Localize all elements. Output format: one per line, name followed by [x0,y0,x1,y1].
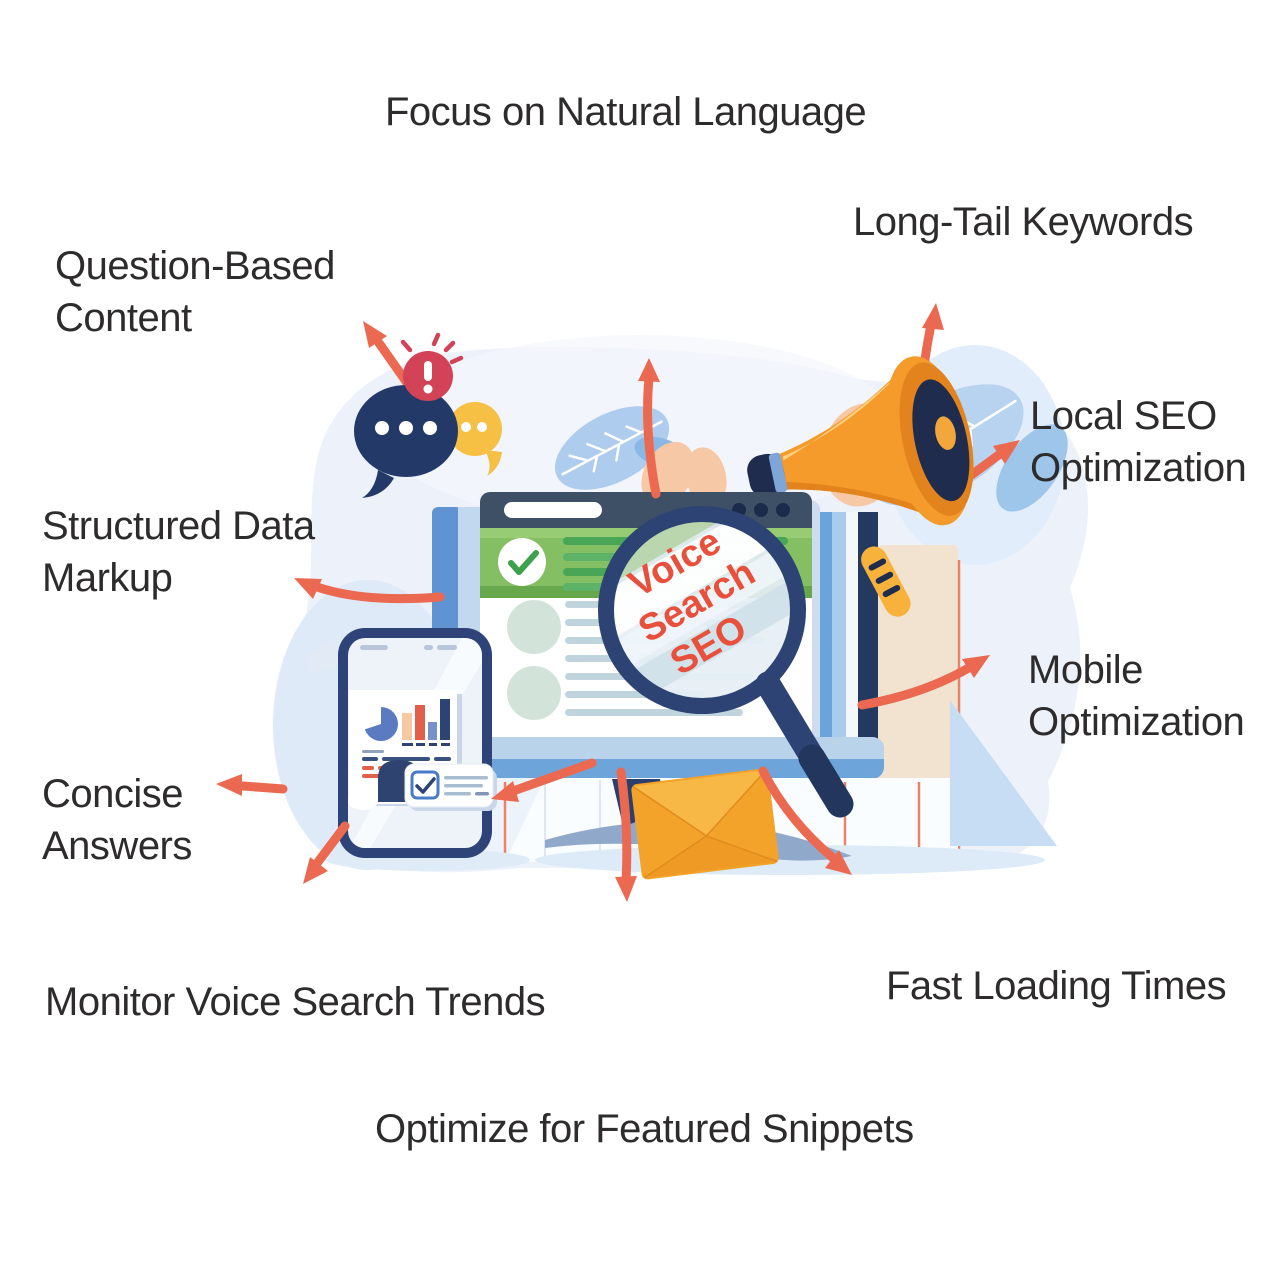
envelope-icon [631,768,779,880]
alert-icon [400,332,464,401]
bar-chart-icon [402,699,450,746]
arrow-fast-loading [758,766,852,875]
checklist-lines [444,776,489,796]
magnifier-text: Voice Search SEO [622,520,763,683]
paper-curl [348,792,378,810]
side-triangle [950,700,1057,846]
checkmark-icon [508,550,539,575]
arrows [216,321,990,902]
phone-speaker [360,645,457,650]
label-mobile-optimization: Mobile Optimization [1028,648,1245,744]
arrow-concise-answers [216,774,288,796]
arrow-structured-data [294,578,445,604]
arrow-featured-snippets [615,767,637,902]
label-fast-loading-times: Fast Loading Times [886,964,1227,1008]
checkbox-icon [410,770,440,800]
smartphone-icon [338,628,492,858]
arrow-natural-language [638,358,661,499]
label-concise-answers: Concise Answers [42,772,192,868]
arrow-to-phone [491,758,597,802]
label-focus-natural-language: Focus on Natural Language [385,90,867,134]
list-avatar [507,666,561,720]
pie-chart-icon [362,705,398,741]
arrow-mobile-optimization [857,655,990,710]
label-question-based-content: Question-Based Content [55,244,335,340]
speech-bubble-yellow-icon [448,402,502,476]
label-long-tail-keywords: Long-Tail Keywords [853,200,1194,244]
speech-bubble-navy-icon [354,385,458,498]
arrow-monitor-trends [303,821,350,884]
list-avatar [507,600,561,654]
megaphone-icon [747,356,974,617]
checklist-card [404,763,497,811]
browser-address-pill [504,502,602,518]
label-structured-data-markup: Structured Data Markup [42,504,315,600]
checkmark-badge [498,538,546,586]
megaphone-handle [861,546,911,617]
label-local-seo-optimization: Local SEO Optimization [1030,394,1247,490]
speech-bubbles [354,332,502,498]
label-monitor-voice-trends: Monitor Voice Search Trends [45,980,546,1024]
label-optimize-featured-snippets: Optimize for Featured Snippets [375,1107,914,1151]
